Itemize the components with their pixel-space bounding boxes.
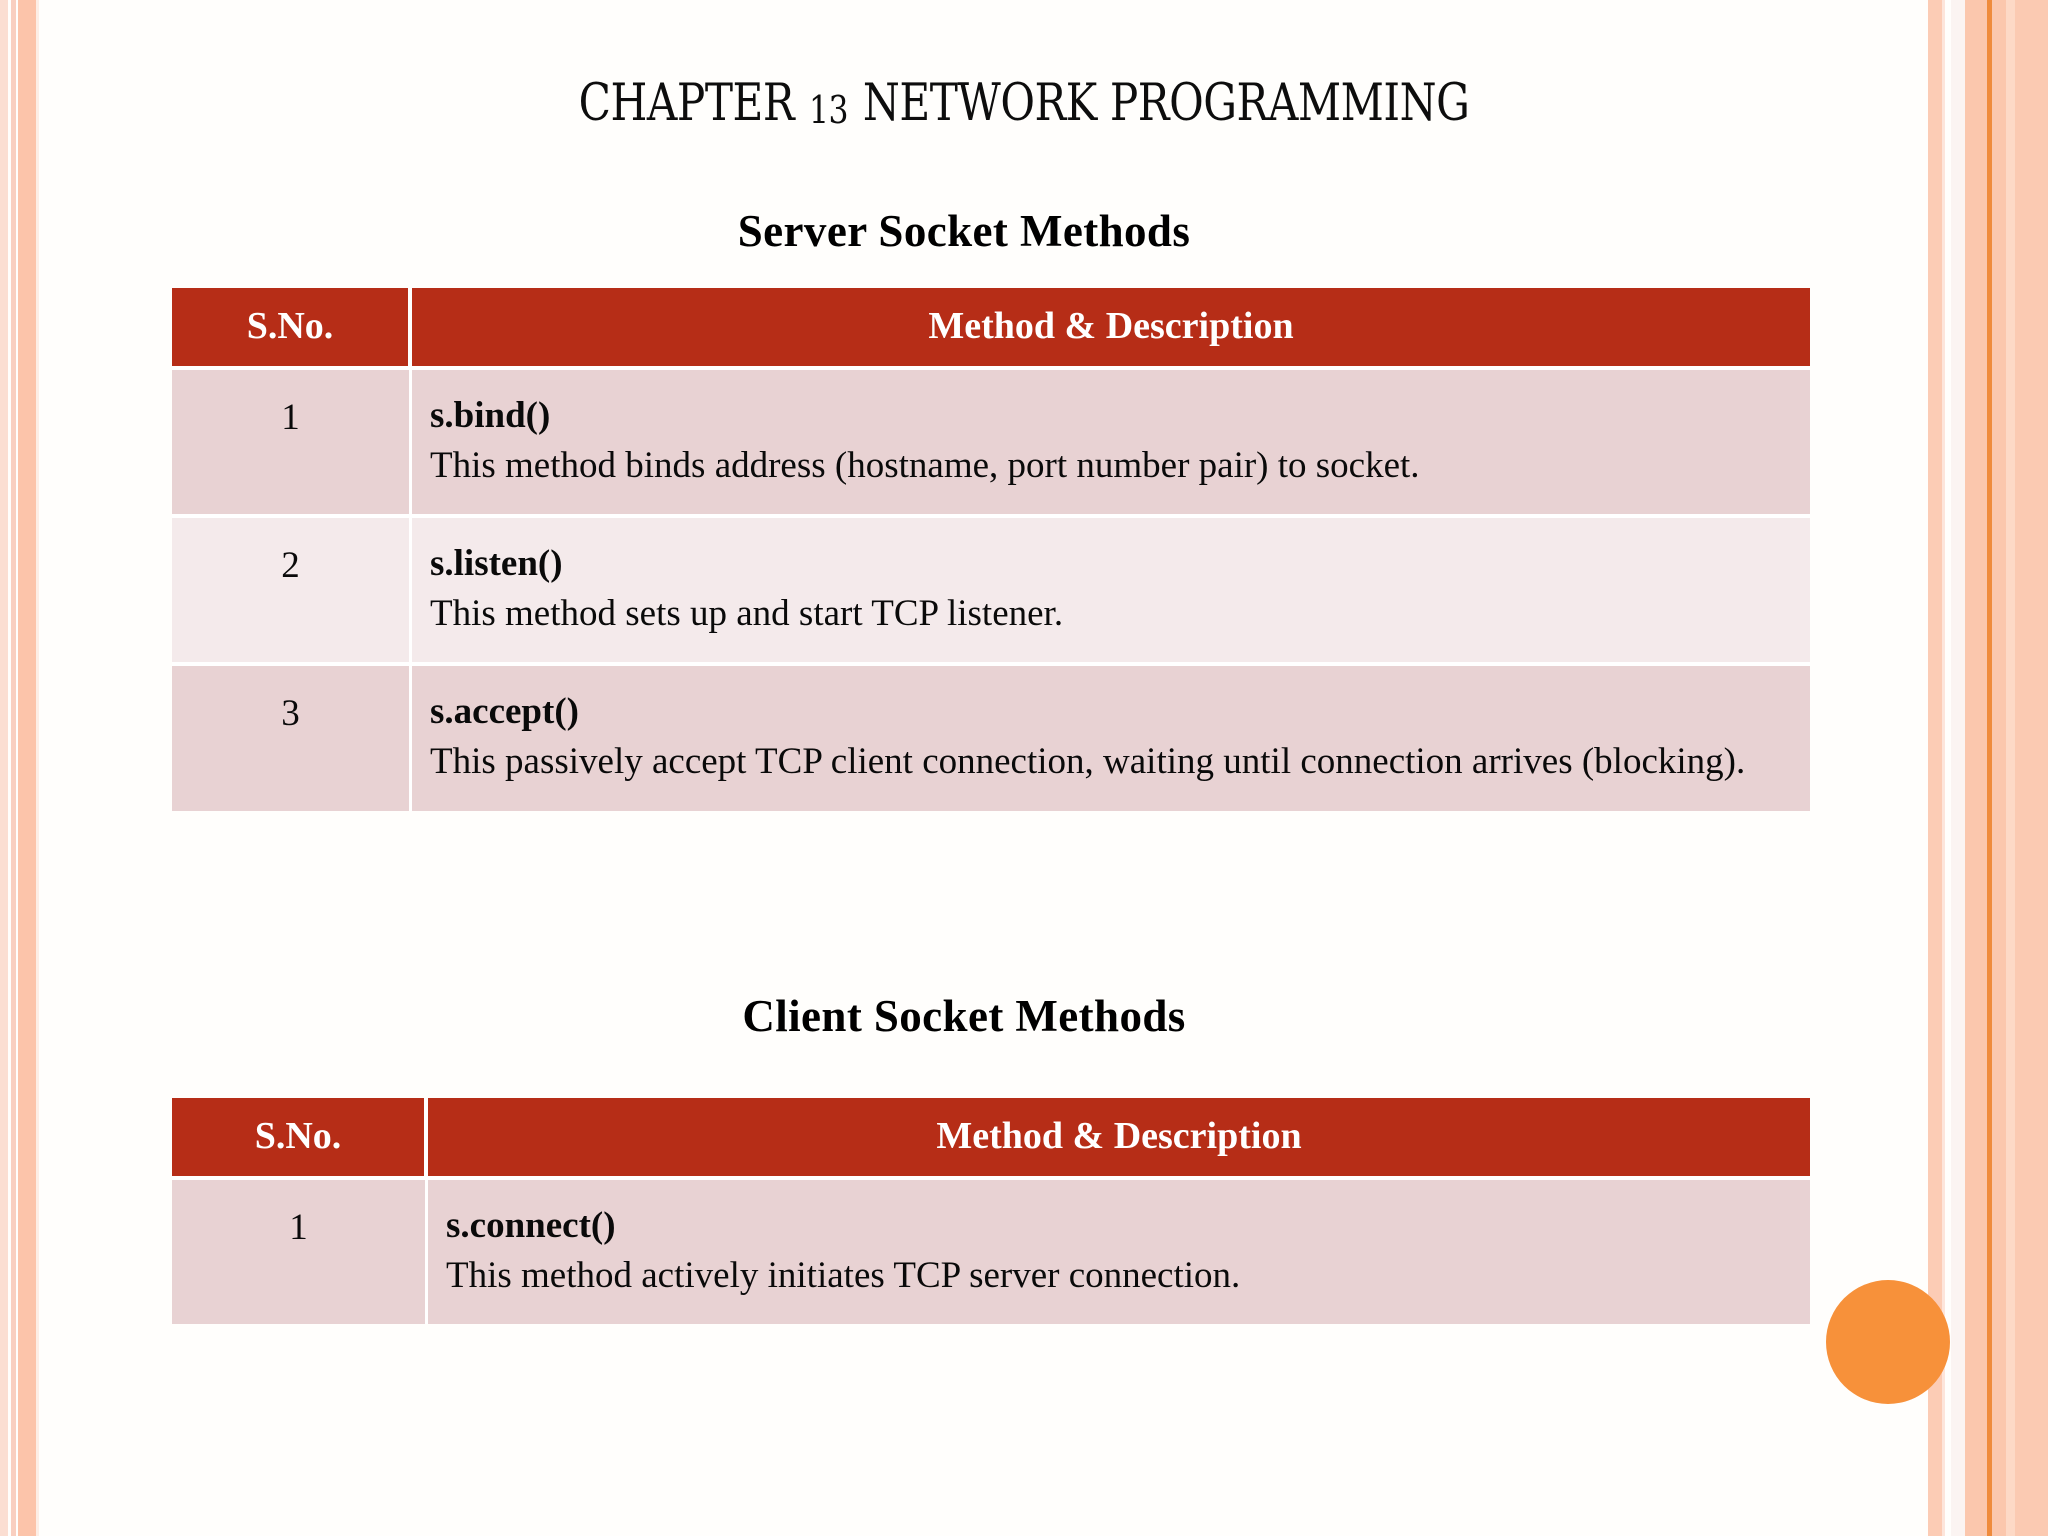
right-stripe-7	[2015, 0, 2048, 1536]
left-stripe-3	[18, 0, 36, 1536]
page-title-suffix: NETWORK PROGRAMMING	[862, 74, 1470, 133]
page-title-chapter-number: 13	[808, 88, 849, 132]
right-stripe-3	[1951, 0, 1965, 1536]
client-row-1-content: s.connect() This method actively initiat…	[428, 1180, 1810, 1325]
server-row-1-content: s.bind() This method binds address (host…	[412, 370, 1810, 515]
client-row-1-method: s.connect()	[446, 1205, 616, 1246]
section-heading-server: Server Socket Methods	[737, 206, 1191, 256]
table-row: 1 s.connect() This method actively initi…	[172, 1180, 1810, 1325]
server-table-head: S.No. Method & Description	[172, 288, 1810, 370]
page-title-prefix: CHAPTER	[578, 74, 795, 133]
right-stripe-2	[1942, 0, 1945, 1536]
server-table-body: 1 s.bind() This method binds address (ho…	[172, 370, 1810, 811]
server-table-header-sno: S.No.	[172, 288, 412, 370]
page-title: CHAPTER 13 NETWORK PROGRAMMING	[82, 74, 1966, 133]
server-row-2-content: s.listen() This method sets up and start…	[412, 514, 1810, 663]
right-stripe-4	[1965, 0, 1987, 1536]
right-stripe-1	[1928, 0, 1942, 1536]
server-row-3-sno: 3	[172, 662, 412, 811]
server-row-1-sno: 1	[172, 370, 412, 515]
table-row: 3 s.accept() This passively accept TCP c…	[172, 662, 1810, 811]
client-table-head: S.No. Method & Description	[172, 1098, 1810, 1180]
right-stripe-accent-line	[1987, 0, 1992, 1536]
server-row-2-method: s.listen()	[430, 543, 563, 585]
table-header-row: S.No. Method & Description	[172, 288, 1810, 370]
table-header-row: S.No. Method & Description	[172, 1098, 1810, 1180]
right-border-decoration	[1928, 0, 2048, 1536]
client-table-header-sno: S.No.	[172, 1098, 428, 1180]
server-row-1-method: s.bind()	[430, 395, 551, 436]
server-row-2-sno: 2	[172, 514, 412, 663]
server-row-3-content: s.accept() This passively accept TCP cli…	[412, 662, 1810, 811]
server-row-1-description: This method binds address (hostname, por…	[430, 445, 1420, 487]
table-row: 2 s.listen() This method sets up and sta…	[172, 514, 1810, 663]
left-border-decoration	[0, 0, 48, 1536]
left-stripe-2	[11, 0, 16, 1536]
server-table-header-method-description: Method & Description	[412, 288, 1810, 370]
accent-circle-decoration	[1826, 1280, 1950, 1404]
server-row-2-description: This method sets up and start TCP listen…	[430, 593, 1064, 635]
left-stripe-1	[0, 0, 8, 1536]
server-socket-methods-table: S.No. Method & Description 1 s.bind() Th…	[172, 288, 1810, 811]
client-table-body: 1 s.connect() This method actively initi…	[172, 1180, 1810, 1325]
right-stripe-6	[2006, 0, 2015, 1536]
client-row-1-description: This method actively initiates TCP serve…	[446, 1255, 1241, 1297]
server-row-3-description: This passively accept TCP client connect…	[430, 741, 1746, 783]
server-row-3-method: s.accept()	[430, 691, 579, 733]
client-socket-methods-table: S.No. Method & Description 1 s.connect()…	[172, 1098, 1810, 1325]
client-table-header-method-description: Method & Description	[428, 1098, 1810, 1180]
table-row: 1 s.bind() This method binds address (ho…	[172, 370, 1810, 515]
client-row-1-sno: 1	[172, 1180, 428, 1325]
section-heading-client: Client Socket Methods	[742, 991, 1186, 1041]
right-stripe-5	[1992, 0, 2006, 1536]
left-stripe-4	[36, 0, 39, 1536]
